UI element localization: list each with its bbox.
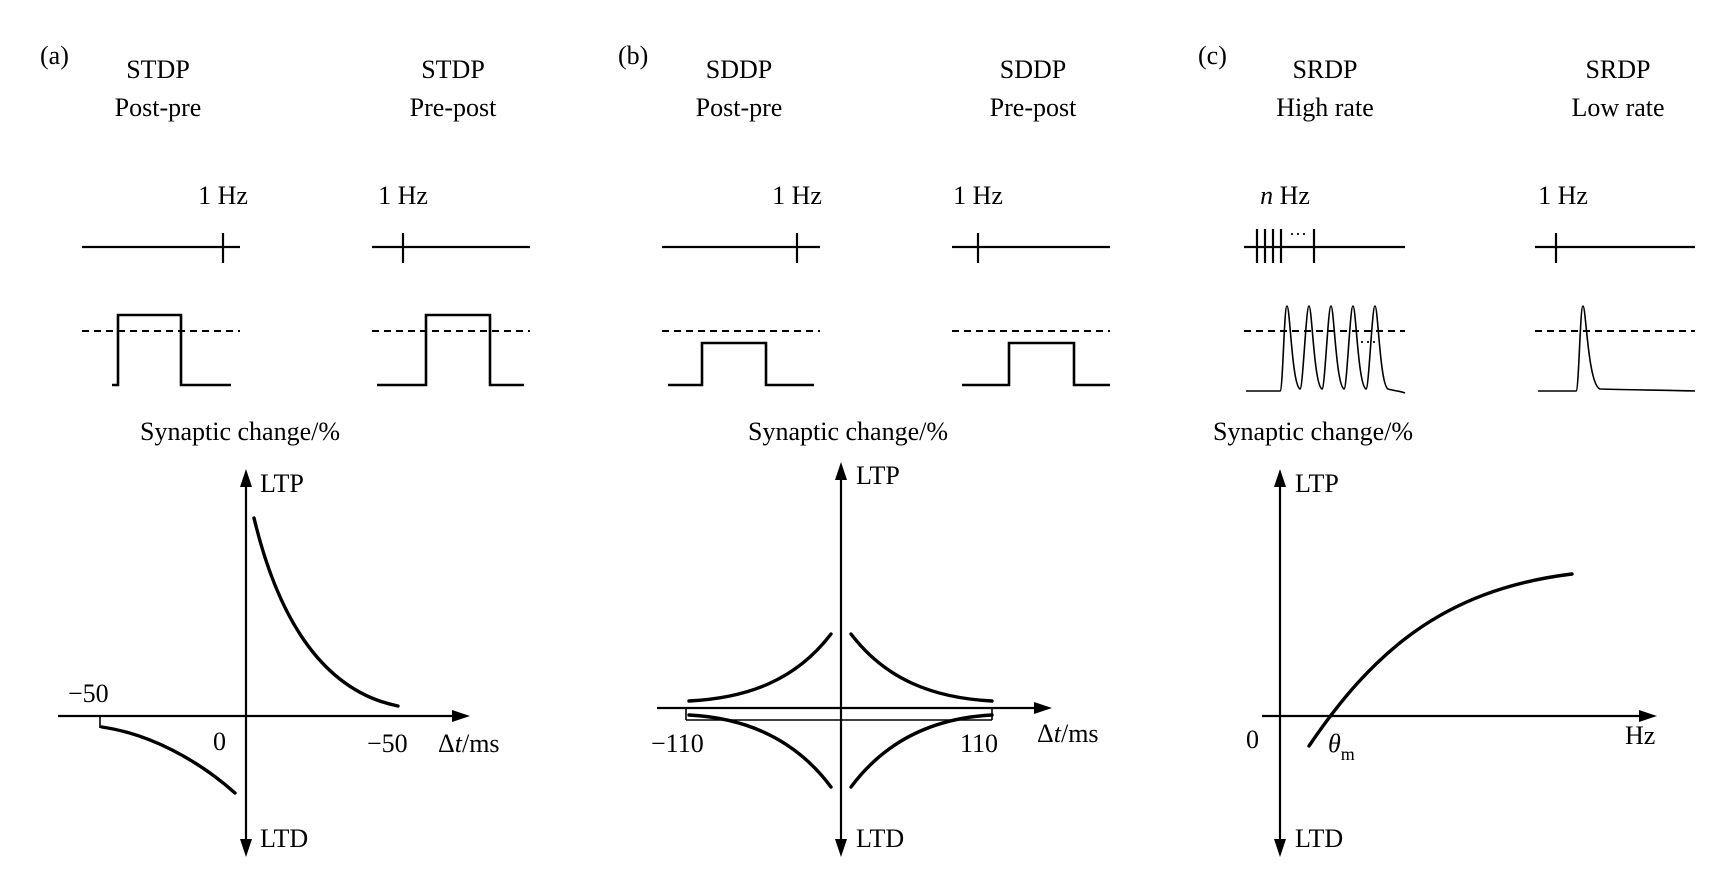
panel-b-x-arrow (1034, 702, 1052, 714)
panel-c-bcm-curve (1307, 572, 1574, 748)
panel-c-left-title-line2: High rate (1276, 93, 1373, 122)
panel-a-x-label-unit: /ms (462, 729, 500, 758)
panel-c-ltd-label: LTD (1295, 824, 1343, 853)
panel-c: (c) SRDP High rate SRDP Low rate n Hz ··… (1198, 41, 1696, 857)
panel-b-ltd-curve-left (687, 713, 833, 789)
panel-c-y-arrow-up (1274, 469, 1286, 487)
panel-c-pre-dots: ··· (1289, 224, 1307, 244)
panel-a-tick-right-label: −50 (367, 729, 408, 758)
panel-b-right-title-line2: Pre-post (990, 93, 1077, 122)
panel-c-right-post-spike (1538, 305, 1696, 392)
panel-a-label: (a) (40, 41, 69, 70)
panel-c-left-title-line1: SRDP (1292, 55, 1357, 84)
panel-b-right-freq: 1 Hz (953, 181, 1003, 210)
panel-b-x-label-t: t (1054, 719, 1062, 748)
panel-c-left-freq-unit: Hz (1273, 181, 1310, 210)
panel-a-x-label-delta: Δ (438, 729, 455, 758)
panel-b-label: (b) (618, 41, 648, 70)
panel-c-y-title: Synaptic change/% (1213, 417, 1413, 446)
panel-b-right-post-pulse (962, 341, 1110, 387)
panel-c-x-arrow (1639, 710, 1657, 722)
panel-b-y-title: Synaptic change/% (748, 417, 948, 446)
panel-c-theta-label: θm (1328, 729, 1355, 764)
panel-a-y-arrow-down (240, 839, 252, 857)
panel-c-theta-sub: m (1341, 744, 1355, 764)
panel-a-ltp-label: LTP (260, 469, 304, 498)
panel-a-y-arrow-up (240, 469, 252, 487)
panel-a-zero-label: 0 (213, 727, 226, 756)
panel-c-label: (c) (1198, 41, 1227, 70)
panel-a-right-post-pulse (377, 313, 524, 387)
panel-a-ltp-curve (252, 516, 400, 708)
panel-a-left-freq: 1 Hz (198, 181, 248, 210)
panel-a-x-label-t: t (455, 729, 463, 758)
panel-a-left-title-line1: STDP (126, 55, 190, 84)
panel-a-y-title: Synaptic change/% (140, 417, 340, 446)
panel-b-right-title-line1: SDDP (1000, 55, 1066, 84)
panel-b-left-freq: 1 Hz (772, 181, 822, 210)
panel-c-left-freq: n Hz (1260, 181, 1310, 210)
panel-b-left-post-pulse (668, 341, 814, 387)
panel-c-post-dots: ··· (1359, 332, 1377, 352)
panel-b-ltp-curve-left (687, 632, 833, 703)
panel-b-x-label-unit: /ms (1061, 719, 1099, 748)
panel-c-left-post-spikes (1246, 305, 1406, 394)
panel-c-left-pre-spikes (1255, 229, 1316, 263)
panel-a-right-freq: 1 Hz (378, 181, 428, 210)
panel-b-ltd-label: LTD (856, 824, 904, 853)
panel-a-ltd-curve (100, 725, 237, 795)
panel-b-tick-left-label: −110 (651, 729, 704, 758)
panel-c-right-freq: 1 Hz (1538, 181, 1588, 210)
panel-c-left-freq-n: n (1260, 181, 1273, 210)
panel-b-left-title-line1: SDDP (706, 55, 772, 84)
panel-c-y-arrow-down (1274, 839, 1286, 857)
panel-a-left-title-line2: Post-pre (115, 93, 202, 122)
panel-c-theta: θ (1328, 729, 1341, 758)
panel-a-x-arrow (452, 710, 470, 722)
panel-b-ltp-label: LTP (856, 461, 900, 490)
panel-b-y-arrow-down (835, 839, 847, 857)
panel-b-ltd-curve-right (849, 713, 994, 789)
panel-b-ltp-curve-right (849, 632, 994, 703)
panel-b-y-arrow-up (835, 462, 847, 480)
panel-b: (b) SDDP Post-pre SDDP Pre-post 1 Hz 1 H… (618, 41, 1110, 857)
panel-a: (a) STDP Post-pre STDP Pre-post 1 Hz 1 H… (40, 41, 530, 857)
panel-c-zero-label: 0 (1246, 725, 1259, 754)
panel-b-left-title-line2: Post-pre (696, 93, 783, 122)
panel-a-x-label: Δt/ms (438, 729, 500, 758)
panel-a-right-title-line1: STDP (421, 55, 485, 84)
panel-a-ltd-label: LTD (260, 824, 308, 853)
panel-a-tick-left-label: −50 (68, 679, 109, 708)
panel-b-x-label-delta: Δ (1037, 719, 1054, 748)
panel-b-tick-right-label: 110 (960, 729, 998, 758)
panel-b-x-label: Δt/ms (1037, 719, 1099, 748)
panel-c-right-title-line1: SRDP (1585, 55, 1650, 84)
panel-c-right-title-line2: Low rate (1571, 93, 1664, 122)
panel-c-x-label: Hz (1625, 721, 1655, 750)
panel-a-left-post-pulse (112, 313, 231, 387)
panel-c-ltp-label: LTP (1295, 469, 1339, 498)
panel-a-right-title-line2: Pre-post (410, 93, 497, 122)
